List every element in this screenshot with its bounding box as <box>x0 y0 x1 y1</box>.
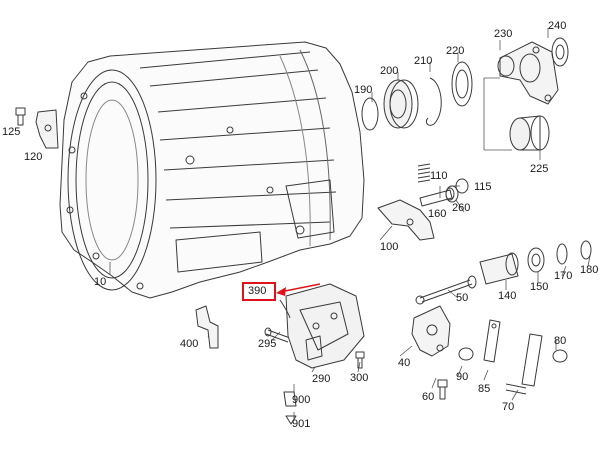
valve-body-290 <box>285 283 365 369</box>
callout-80: 80 <box>554 335 567 347</box>
callout-110: 110 <box>430 170 448 182</box>
callout-170: 170 <box>554 270 573 282</box>
callout-120: 120 <box>24 151 43 163</box>
callout-240: 240 <box>548 20 567 32</box>
callout-50: 50 <box>456 292 469 304</box>
callout-260: 260 <box>452 202 471 214</box>
callout-400: 400 <box>180 338 199 350</box>
callout-901: 901 <box>292 418 311 430</box>
shaft-70 <box>505 333 543 395</box>
ring-220 <box>451 61 473 107</box>
callout-200: 200 <box>380 65 399 77</box>
callout-150: 150 <box>530 281 549 293</box>
callout-290: 290 <box>312 373 331 385</box>
callout-10: 10 <box>94 276 107 288</box>
highlight-arrow <box>276 283 321 296</box>
plug-115 <box>455 178 469 194</box>
lever-100 <box>377 199 435 241</box>
lever-40 <box>411 305 451 357</box>
callout-225: 225 <box>530 163 549 175</box>
callout-60: 60 <box>422 391 435 403</box>
nut-240 <box>551 37 569 67</box>
callout-180: 180 <box>580 264 599 276</box>
bolt-300 <box>355 351 365 369</box>
callout-295: 295 <box>258 338 277 350</box>
plug-901 <box>285 415 297 425</box>
callout-140: 140 <box>498 290 517 302</box>
rod-50 <box>415 275 477 305</box>
callout-90: 90 <box>456 371 469 383</box>
link-85 <box>483 319 501 363</box>
callout-230: 230 <box>494 28 513 40</box>
filter-900 <box>283 391 297 407</box>
callout-210: 210 <box>414 55 433 67</box>
callout-85: 85 <box>478 383 491 395</box>
bracket-120 <box>35 109 59 149</box>
nut-80 <box>552 349 568 363</box>
sleeve-140 <box>479 252 519 285</box>
callout-125: 125 <box>2 126 21 138</box>
bolt-60 <box>437 379 448 400</box>
flange-230 <box>497 41 559 105</box>
pin-295 <box>264 327 291 343</box>
bearing-200 <box>383 79 419 129</box>
seal-150 <box>527 247 545 273</box>
washer-90 <box>458 347 474 361</box>
seal-190 <box>361 97 379 131</box>
ring-180 <box>580 240 592 260</box>
circlip-210 <box>425 77 442 126</box>
bracket-400 <box>195 305 219 349</box>
clip-390 <box>279 299 291 319</box>
callout-190: 190 <box>354 84 373 96</box>
callout-115: 115 <box>474 181 492 193</box>
callout-900: 900 <box>292 394 311 406</box>
clip-170 <box>556 243 568 265</box>
highlight-box: 390 <box>242 282 276 301</box>
piston-160 <box>419 187 455 207</box>
transmission-housing <box>59 41 365 299</box>
callout-70: 70 <box>502 401 515 413</box>
callout-40: 40 <box>398 357 411 369</box>
callout-160: 160 <box>428 208 447 220</box>
callout-300: 300 <box>350 372 369 384</box>
spring-110 <box>417 163 431 183</box>
callout-390-highlighted: 390 <box>248 285 267 297</box>
bushing-225 <box>509 115 550 151</box>
callout-100: 100 <box>380 241 399 253</box>
bolt-125 <box>15 107 26 126</box>
cap-260 <box>445 185 459 203</box>
callout-220: 220 <box>446 45 465 57</box>
